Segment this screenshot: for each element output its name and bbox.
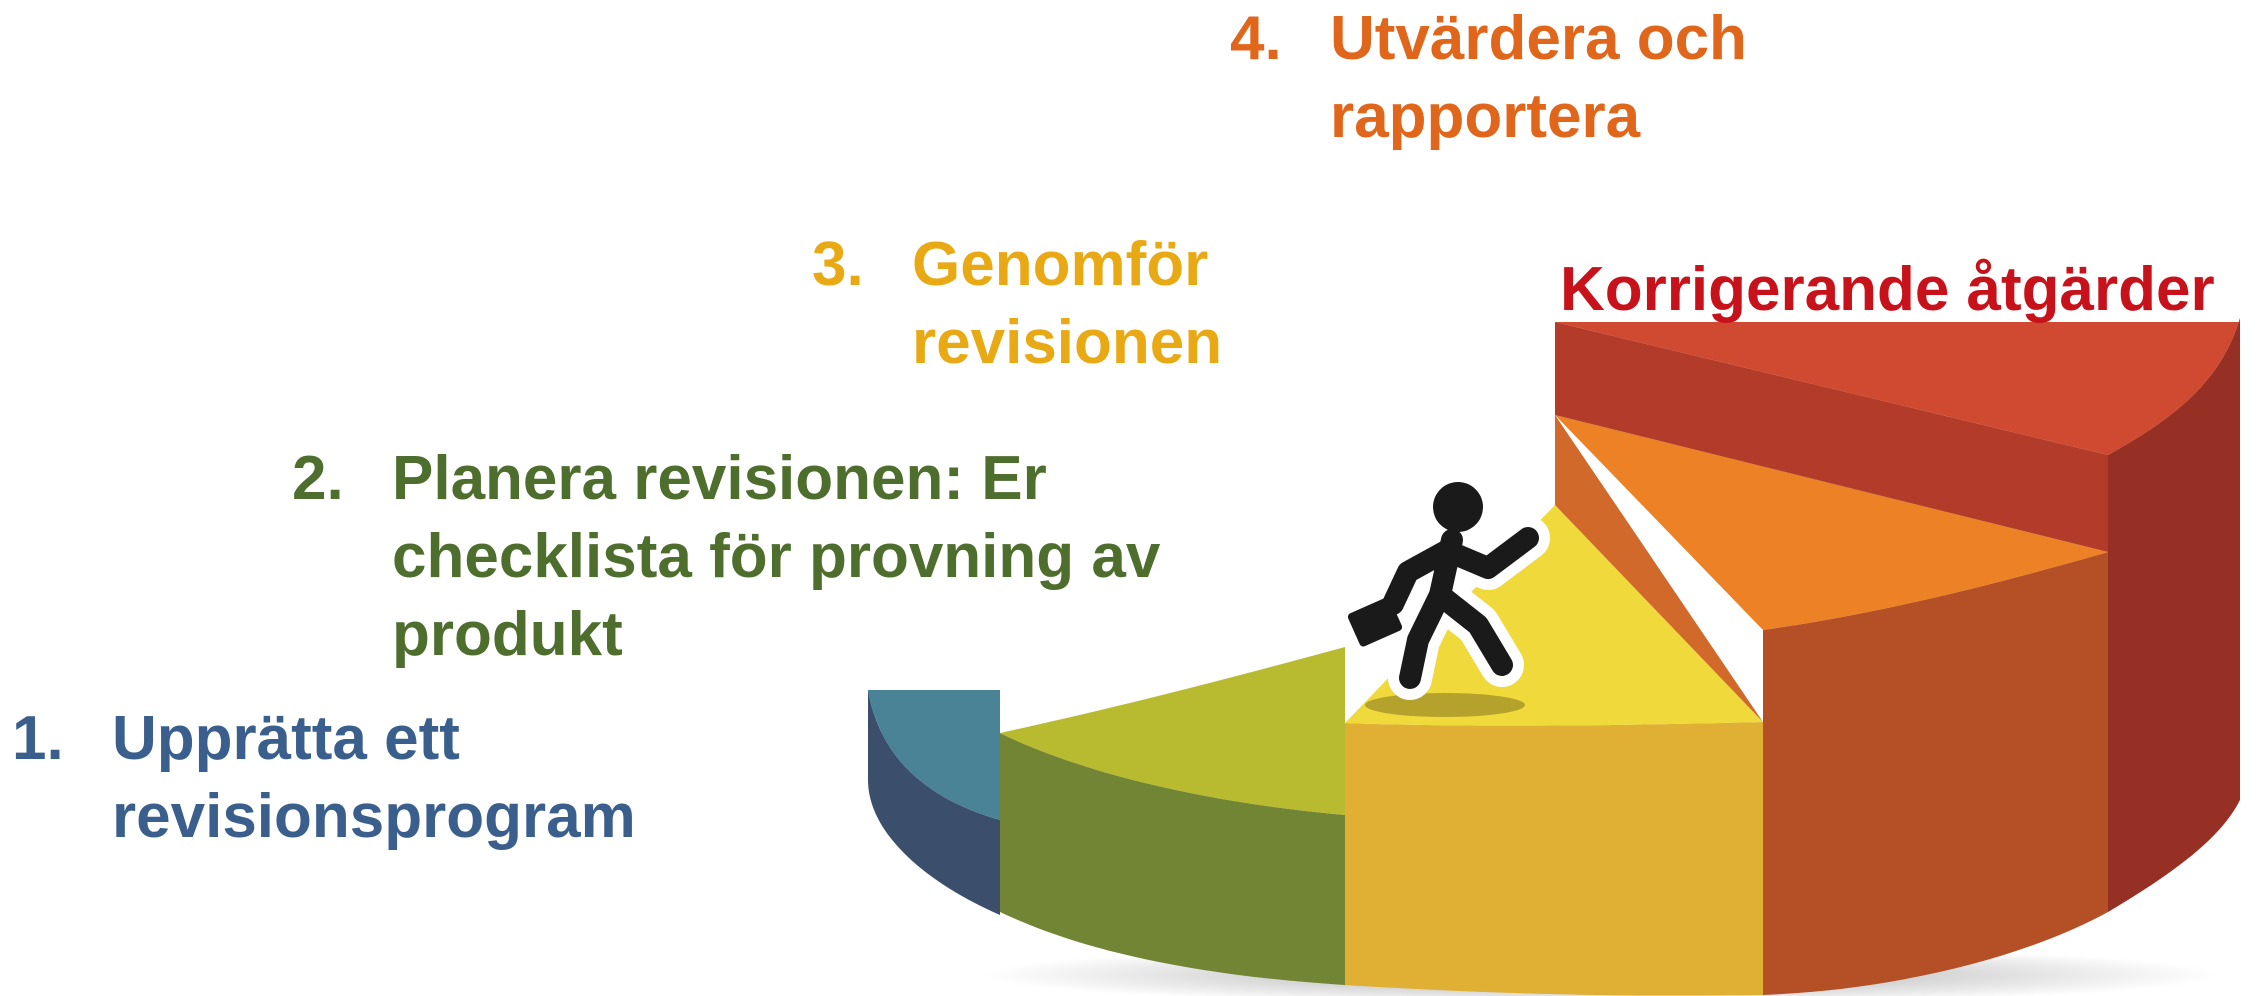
step-3-number: 3. <box>812 230 864 299</box>
step-1: 1. Upprätta ett revisionsprogram <box>12 700 832 856</box>
step-4-number: 4. <box>1230 4 1282 73</box>
step-2-label: Planera revisionen: Er checklista för pr… <box>392 444 1161 669</box>
step-4: 4. Utvärdera och rapportera <box>1230 0 2030 156</box>
step-3-label: Genomför revisionen <box>912 230 1223 377</box>
step-1-number: 1. <box>12 704 64 773</box>
stair-step-4 <box>1555 415 2108 995</box>
step-1-label: Upprätta ett revisionsprogram <box>112 704 636 851</box>
walking-businessman-icon <box>1339 470 1550 717</box>
stair-step-5 <box>1555 318 2240 912</box>
corrective-actions-label: Korrigerande åtgärder <box>1560 255 2215 324</box>
stair-step-3 <box>1345 505 1763 996</box>
stair-step-2 <box>1000 647 1345 985</box>
step-4-label: Utvärdera och rapportera <box>1330 4 1747 151</box>
step-2-number: 2. <box>292 444 344 513</box>
step-3: 3. Genomför revisionen <box>812 226 1372 382</box>
stair-step-1 <box>868 690 1000 915</box>
step-2: 2. Planera revisionen: Er checklista för… <box>292 440 1212 674</box>
